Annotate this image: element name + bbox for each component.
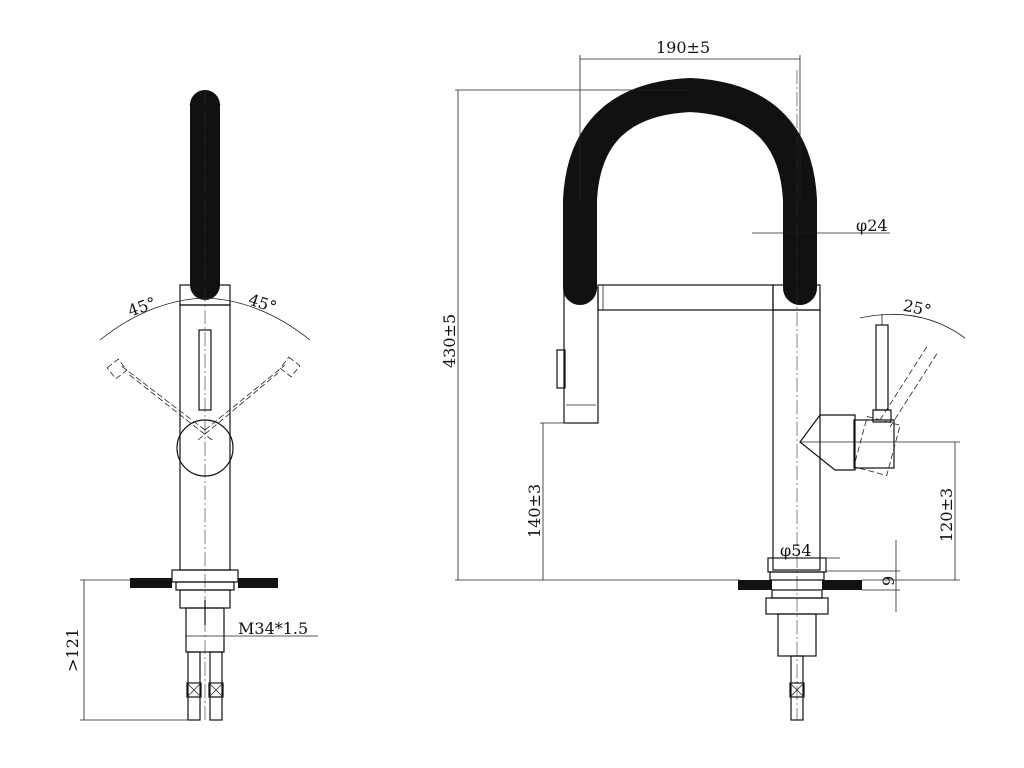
front-handle-body	[799, 414, 856, 471]
front-arm	[597, 284, 774, 311]
base-diameter-label: φ54	[780, 541, 812, 560]
under-counter-label: >121	[63, 628, 82, 672]
hose-diameter-label: φ24	[856, 216, 888, 235]
angle-left-label: 45°	[125, 293, 158, 321]
side-supply-tube-right	[209, 651, 223, 721]
side-view: 45° 45° M34*1.5 >121	[63, 90, 318, 721]
front-spray-head	[563, 287, 599, 424]
thread-label: M34*1.5	[238, 619, 308, 638]
front-lever	[875, 324, 889, 411]
handle-height-label: 120±3	[937, 488, 956, 542]
side-counter-left	[130, 578, 172, 588]
front-supply-tube	[790, 655, 804, 721]
side-supply-tube-left	[187, 651, 201, 721]
height-label: 430±5	[440, 314, 459, 368]
side-counter-right	[238, 578, 278, 588]
spout-height-label: 140±3	[525, 484, 544, 538]
angle-right-label: 45°	[246, 290, 279, 317]
front-body	[772, 309, 821, 571]
front-counter-right	[822, 580, 862, 590]
front-counter-left	[738, 580, 772, 590]
side-cartridge	[176, 419, 234, 477]
angle-lever-label: 25°	[901, 296, 933, 320]
front-view: 25° 190±5 430±5 140±3 120±3 φ24	[440, 38, 966, 721]
counter-thickness-label: 9	[879, 576, 898, 586]
width-label: 190±5	[656, 38, 710, 57]
